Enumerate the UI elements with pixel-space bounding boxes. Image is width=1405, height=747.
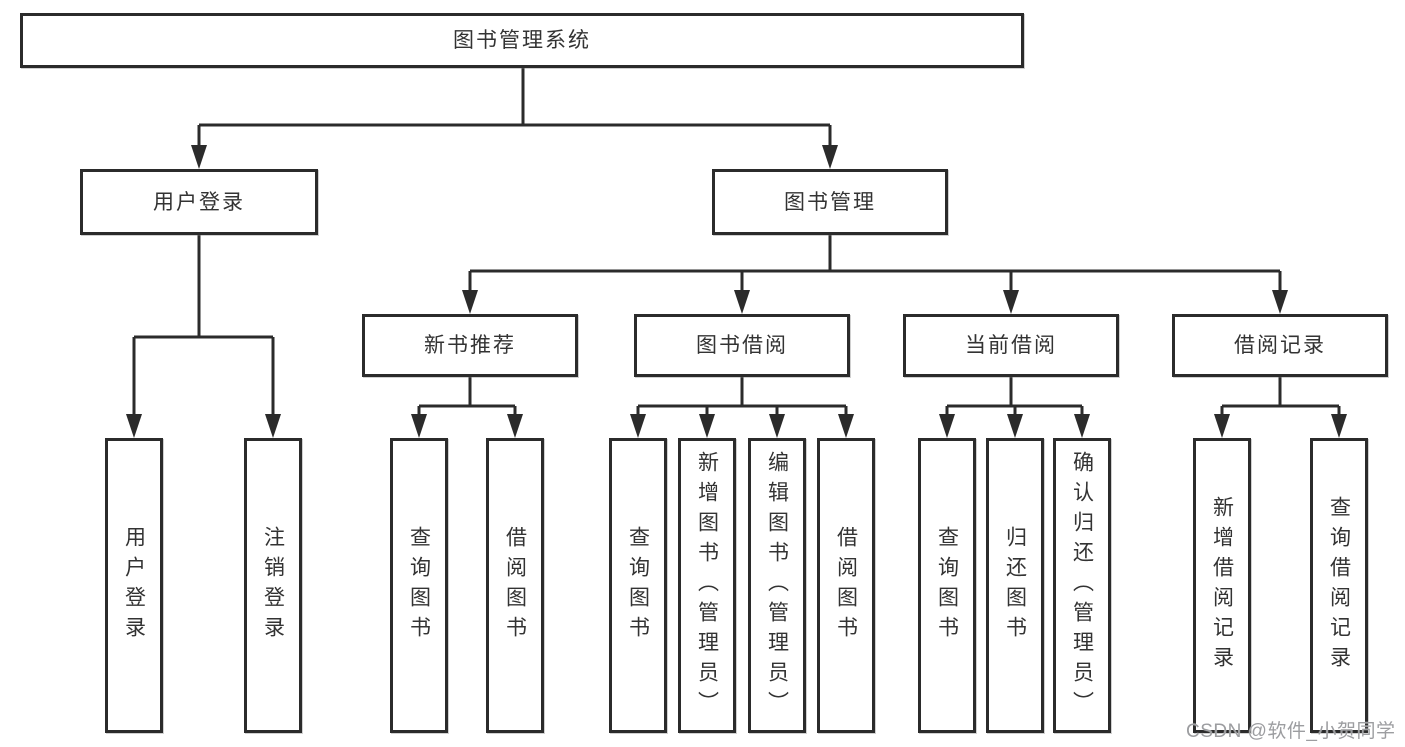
node-book-management: 图书管理: [712, 169, 948, 235]
arrow-down-icon: [1074, 414, 1090, 438]
node-user-login: 用户登录: [80, 169, 318, 235]
arrow-down-icon: [411, 414, 427, 438]
arrow-down-icon: [1331, 414, 1347, 438]
connector-user-login-to-leaves: [132, 235, 275, 418]
node-borrow-records: 借阅记录: [1172, 314, 1388, 377]
leaf-logout: 注销登录: [244, 438, 302, 733]
arrow-down-icon: [822, 145, 838, 169]
leaf-query-borrow-record: 查询借阅记录: [1310, 438, 1368, 733]
connector-borrow-records-to-leaves: [1220, 377, 1341, 418]
arrow-down-icon: [1003, 290, 1019, 314]
arrow-down-icon: [126, 414, 142, 438]
arrow-down-icon: [734, 290, 750, 314]
arrow-down-icon: [769, 414, 785, 438]
arrow-down-icon: [191, 145, 207, 169]
arrow-down-icon: [265, 414, 281, 438]
connector-root-to-level2: [197, 68, 832, 150]
connector-book-management-to-level3: [468, 235, 1282, 295]
arrow-down-icon: [462, 290, 478, 314]
leaf-query-books-borrow: 查询图书: [609, 438, 667, 733]
leaf-add-book-admin: 新增图书（管理员）: [678, 438, 736, 733]
arrow-down-icon: [630, 414, 646, 438]
leaf-user-login: 用户登录: [105, 438, 163, 733]
arrow-down-icon: [507, 414, 523, 438]
leaf-query-books-recommend: 查询图书: [390, 438, 448, 733]
csdn-watermark: CSDN @软件_小贺同学: [1186, 721, 1396, 742]
connector-new-book-to-leaves: [417, 377, 517, 418]
leaf-edit-book-admin: 编辑图书（管理员）: [748, 438, 806, 733]
leaf-add-borrow-record: 新增借阅记录: [1193, 438, 1251, 733]
leaf-borrow-books-recommend: 借阅图书: [486, 438, 544, 733]
node-library-management-system: 图书管理系统: [20, 13, 1024, 68]
leaf-confirm-return-admin: 确认归还（管理员）: [1053, 438, 1111, 733]
arrow-down-icon: [1272, 290, 1288, 314]
node-book-borrow: 图书借阅: [634, 314, 850, 377]
arrow-down-icon: [699, 414, 715, 438]
leaf-borrow-books: 借阅图书: [817, 438, 875, 733]
arrow-down-icon: [1214, 414, 1230, 438]
leaf-query-books-current: 查询图书: [918, 438, 976, 733]
node-current-borrow: 当前借阅: [903, 314, 1119, 377]
arrow-down-icon: [939, 414, 955, 438]
arrow-down-icon: [1007, 414, 1023, 438]
connector-current-borrow-to-leaves: [945, 377, 1084, 418]
connector-book-borrow-to-leaves: [636, 377, 848, 418]
leaf-return-book: 归还图书: [986, 438, 1044, 733]
arrow-down-icon: [838, 414, 854, 438]
node-new-book-recommend: 新书推荐: [362, 314, 578, 377]
